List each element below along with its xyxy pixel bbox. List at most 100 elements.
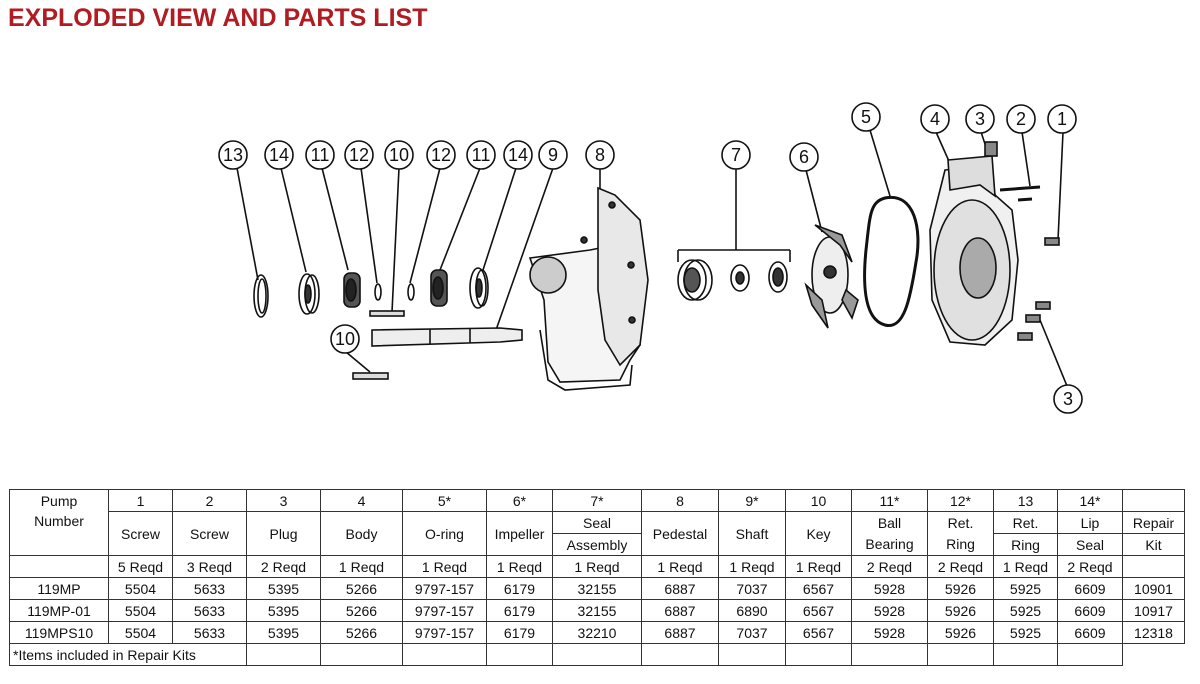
table-cell: 10901 <box>1122 577 1185 600</box>
callout-9: 9 <box>538 140 568 170</box>
svg-text:8: 8 <box>595 145 605 165</box>
table-cell: 5395 <box>246 599 321 622</box>
part-name: Ball <box>851 511 928 534</box>
quantity: 1 Reqd <box>320 555 403 578</box>
table-cell: 5504 <box>108 621 173 644</box>
quantity: 1 Reqd <box>718 555 786 578</box>
part-number: 12* <box>927 489 994 512</box>
table-cell: 9797-157 <box>402 599 487 622</box>
part-number: 7* <box>552 489 642 512</box>
quantity: 1 Reqd <box>785 555 852 578</box>
table-cell: 6179 <box>486 577 553 600</box>
part-number <box>1122 489 1185 512</box>
quantity: 2 Reqd <box>927 555 994 578</box>
pump-model: 119MP <box>9 577 109 600</box>
part-number: 10 <box>785 489 852 512</box>
quantity <box>1122 555 1185 578</box>
blank-cell <box>246 643 321 666</box>
table-cell: 32155 <box>552 577 642 600</box>
table-cell: 5504 <box>108 599 173 622</box>
part-number: 8 <box>641 489 719 512</box>
callout-11: 11 <box>305 140 335 170</box>
part-name: Shaft <box>718 511 786 556</box>
blank-cell <box>851 643 928 666</box>
quantity: 3 Reqd <box>172 555 247 578</box>
svg-text:9: 9 <box>548 145 558 165</box>
parts-list-table: Pump 1 2 3 4 5* 6* 7* 8 9* 10 11* 12* 13… <box>9 489 1185 666</box>
part-name: Repair <box>1122 511 1185 534</box>
svg-text:14: 14 <box>508 145 528 165</box>
callout-2: 2 <box>1006 104 1036 134</box>
table-cell: 5266 <box>320 621 403 644</box>
table-cell: 7037 <box>718 577 786 600</box>
part-number: 5* <box>402 489 487 512</box>
blank-cell <box>1057 643 1123 666</box>
table-cell: 5504 <box>108 577 173 600</box>
svg-text:6: 6 <box>799 147 809 167</box>
callout-10: 10 <box>384 140 414 170</box>
blank-cell <box>552 643 642 666</box>
callout-14: 14 <box>264 140 294 170</box>
number-label: Number <box>9 511 109 534</box>
callout-10b: 10 <box>330 324 360 354</box>
blank-cell <box>486 643 553 666</box>
svg-text:11: 11 <box>311 145 330 165</box>
part-name: Screw <box>108 511 173 556</box>
part-name: Body <box>320 511 403 556</box>
blank-cell <box>402 643 487 666</box>
table-cell: 5925 <box>993 599 1058 622</box>
table-cell: 5928 <box>851 577 928 600</box>
table-cell: 5925 <box>993 577 1058 600</box>
pump-model: 119MPS10 <box>9 621 109 644</box>
header-row-names-2: Assembly Bearing Ring Ring Seal Kit <box>9 533 1185 556</box>
table-cell: 5928 <box>851 621 928 644</box>
exploded-view-diagram: 13 14 11 12 10 12 11 14 9 8 7 6 5 4 3 2 … <box>218 102 1083 414</box>
part-name: Pedestal <box>641 511 719 556</box>
table-cell: 5266 <box>320 577 403 600</box>
table-cell: 6887 <box>641 621 719 644</box>
quantity: 1 Reqd <box>402 555 487 578</box>
svg-text:10: 10 <box>389 145 409 165</box>
blank-cell <box>9 533 109 556</box>
table-cell: 6567 <box>785 577 852 600</box>
callout-5: 5 <box>851 102 881 132</box>
part-name: Kit <box>1122 533 1185 556</box>
svg-text:5: 5 <box>861 107 871 127</box>
table-cell: 32210 <box>552 621 642 644</box>
svg-text:2: 2 <box>1016 109 1026 129</box>
table-cell: 9797-157 <box>402 621 487 644</box>
table-cell: 32155 <box>552 599 642 622</box>
quantity: 2 Reqd <box>1057 555 1123 578</box>
pump-label: Pump <box>9 489 109 512</box>
part-name: Seal <box>1057 533 1123 556</box>
table-cell: 5395 <box>246 577 321 600</box>
part-number: 3 <box>246 489 321 512</box>
table-cell: 6567 <box>785 599 852 622</box>
blank-cell <box>718 643 786 666</box>
callout-3: 3 <box>965 104 995 134</box>
quantity: 1 Reqd <box>641 555 719 578</box>
quantity: 1 Reqd <box>993 555 1058 578</box>
part-name: O-ring <box>402 511 487 556</box>
footnote-row: *Items included in Repair Kits <box>9 643 1185 666</box>
svg-text:1: 1 <box>1057 109 1067 129</box>
table-cell: 10917 <box>1122 599 1185 622</box>
table-row: 119MPS10 5504 5633 5395 5266 9797-157 61… <box>9 621 1185 644</box>
table-row: 119MP-01 5504 5633 5395 5266 9797-157 61… <box>9 599 1185 622</box>
callout-12: 12 <box>344 140 374 170</box>
table-cell: 6890 <box>718 599 786 622</box>
callout-3b: 3 <box>1053 384 1083 414</box>
table-row: 119MP 5504 5633 5395 5266 9797-157 6179 … <box>9 577 1185 600</box>
part-name: Bearing <box>851 533 928 556</box>
callout-14b: 14 <box>503 140 533 170</box>
table-cell: 6609 <box>1057 599 1123 622</box>
blank-cell <box>9 555 109 578</box>
table-cell: 6179 <box>486 621 553 644</box>
part-number: 11* <box>851 489 928 512</box>
table-cell: 6179 <box>486 599 553 622</box>
part-name: Ring <box>927 533 994 556</box>
callout-13: 13 <box>218 140 248 170</box>
quantity: 2 Reqd <box>851 555 928 578</box>
table-cell: 5395 <box>246 621 321 644</box>
table-cell: 5926 <box>927 621 994 644</box>
